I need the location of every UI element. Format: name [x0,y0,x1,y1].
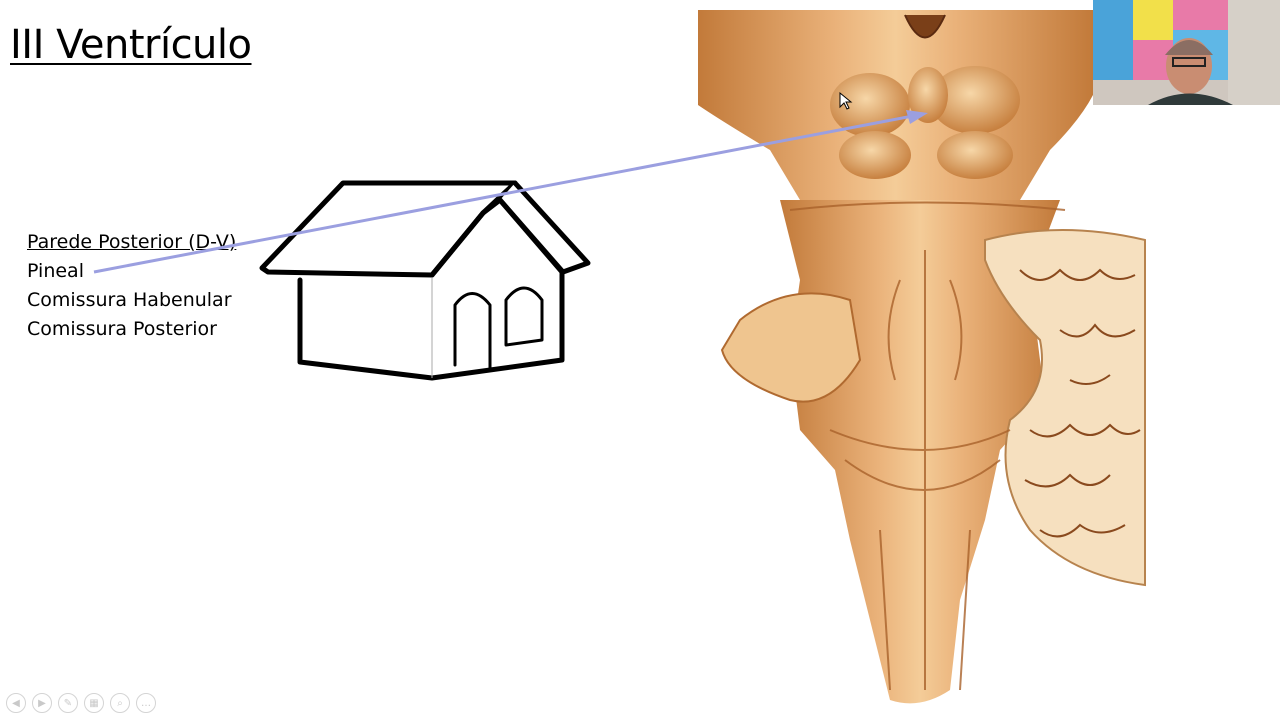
presentation-toolbar: ◀ ▶ ✎ ▦ ⌕ … [6,693,156,713]
bullet-heading: Parede Posterior (D-V) [27,231,237,253]
slides-grid-icon[interactable]: ▦ [84,693,104,713]
bullet-list: Parede Posterior (D-V) Pineal Comissura … [27,229,236,345]
bullet-posterior: Comissura Posterior [27,318,217,340]
presenter-webcam-icon [1093,0,1280,105]
presenter-webcam [1093,0,1280,105]
zoom-icon[interactable]: ⌕ [110,693,130,713]
previous-icon[interactable]: ◀ [6,693,26,713]
pen-icon[interactable]: ✎ [58,693,78,713]
bullet-habenular: Comissura Habenular [27,289,232,311]
slide-title: III Ventrículo [10,22,252,68]
more-icon[interactable]: … [136,693,156,713]
next-icon[interactable]: ▶ [32,693,52,713]
bullet-pineal: Pineal [27,260,84,282]
